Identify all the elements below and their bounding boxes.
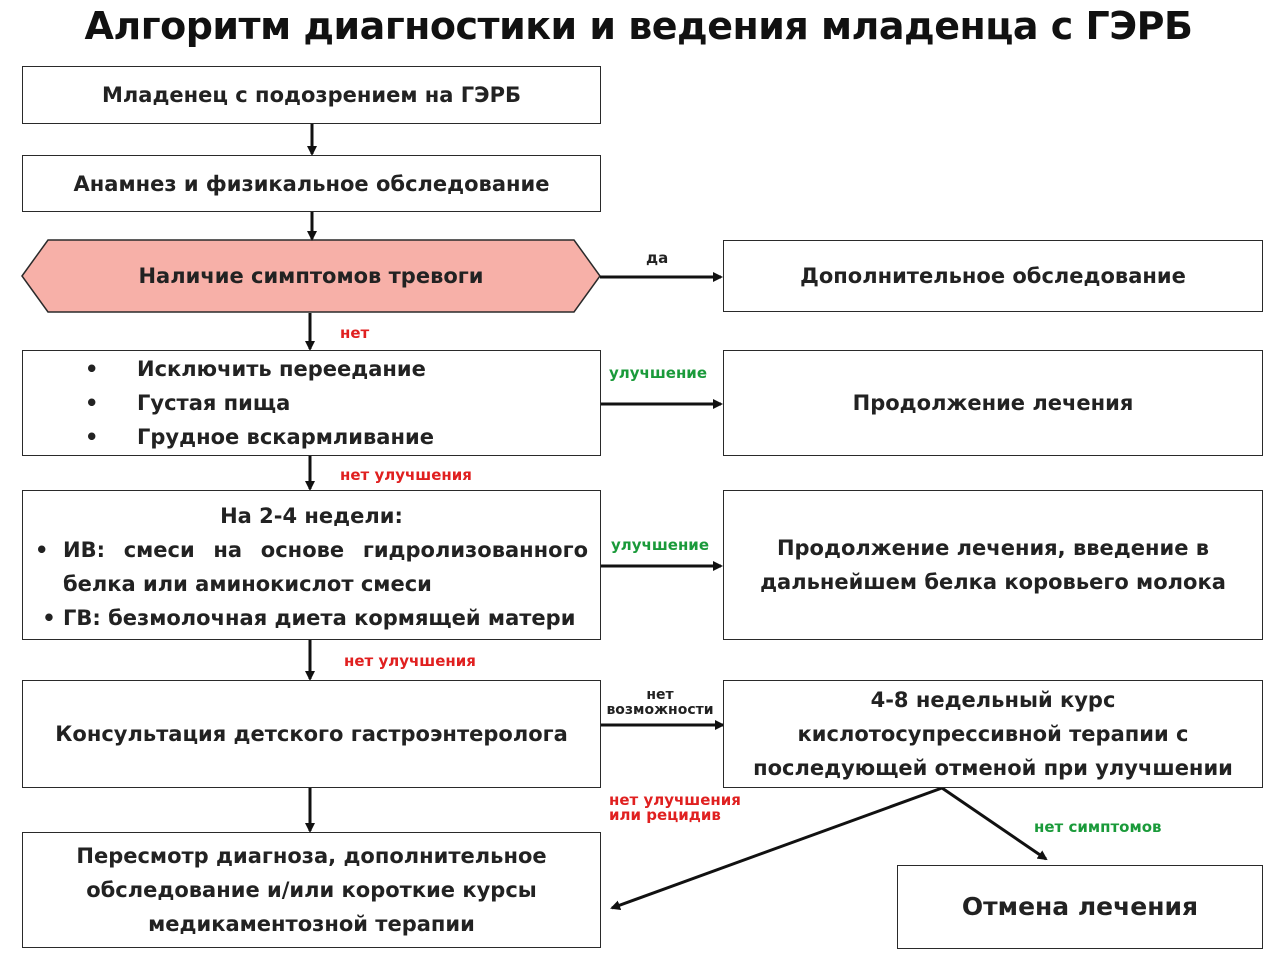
node-continue-milk: Продолжение лечения, введение в дальнейш… xyxy=(723,490,1263,640)
node-measures: •Исключить переедание •Густая пища •Груд… xyxy=(22,350,601,456)
diagram-title: Алгоритм диагностики и ведения младенца … xyxy=(84,4,1193,48)
weeks-item: •ИВ: смеси на основе гидролизованного бе… xyxy=(35,538,588,596)
node-extra-exam: Дополнительное обследование xyxy=(723,240,1263,312)
edge-label-no-improvement-1: нет улучшения xyxy=(340,466,472,484)
arrow-ppi-stop xyxy=(941,786,1048,861)
edge-label-no-improvement-relapse: нет улучшения или рецидив xyxy=(609,791,741,824)
weeks-item: •ГВ: безмолочная диета кормящей матери xyxy=(42,606,576,630)
edge-label-yes: да xyxy=(646,249,669,267)
measures-list: •Исключить переедание •Густая пища •Груд… xyxy=(85,352,434,454)
node-continue: Продолжение лечения xyxy=(723,350,1263,456)
edge-label-improvement-2: улучшение xyxy=(611,536,709,554)
arrow-ppi-review xyxy=(610,786,943,910)
measure-item: •Исключить переедание xyxy=(85,357,426,381)
weeks-title: На 2-4 недели: xyxy=(220,504,403,528)
node-ppi: 4-8 недельный курс кислотосупрессивной т… xyxy=(723,680,1263,788)
node-stop: Отмена лечения xyxy=(897,865,1263,949)
edge-label-no-symptoms: нет симптомов xyxy=(1034,818,1162,836)
node-weeks: На 2-4 недели: •ИВ: смеси на основе гидр… xyxy=(22,490,601,640)
measure-item: •Грудное вскармливание xyxy=(85,425,434,449)
node-alarm: Наличие симптомов тревоги xyxy=(138,264,484,288)
node-consult: Консультация детского гастроэнтеролога xyxy=(22,680,601,788)
node-anamnesis: Анамнез и физикальное обследование xyxy=(22,155,601,212)
edge-label-no-improvement-2: нет улучшения xyxy=(344,652,476,670)
node-suspect: Младенец с подозрением на ГЭРБ xyxy=(22,66,601,124)
node-review: Пересмотр диагноза, дополнительное обсле… xyxy=(22,832,601,948)
measure-item: •Густая пища xyxy=(85,391,291,415)
edge-label-no-possibility: нет возможности xyxy=(606,687,714,718)
edge-label-improvement-1: улучшение xyxy=(609,364,707,382)
edge-label-no: нет xyxy=(340,324,370,342)
